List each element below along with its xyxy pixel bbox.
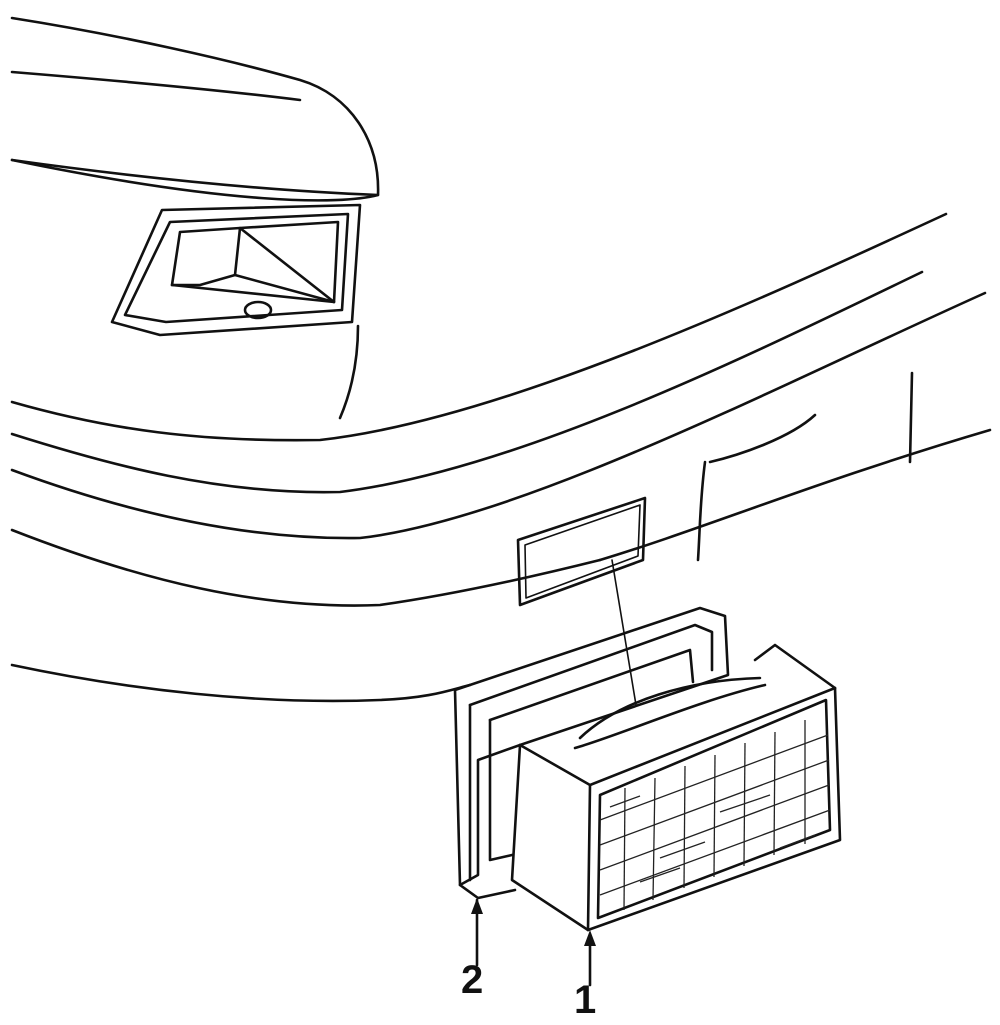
- fender-outline: [10, 16, 380, 202]
- callout-arrow-1: [584, 930, 596, 987]
- callout-label-1: 1: [574, 978, 597, 1022]
- fog-lamp: [510, 643, 842, 932]
- headlight-opening: [110, 203, 362, 420]
- mounting-opening: [516, 496, 647, 607]
- bumper-outline: [10, 212, 992, 703]
- callout-arrow-2: [471, 898, 483, 967]
- bezel-gasket: [453, 606, 730, 900]
- lens-grid: [599, 720, 831, 911]
- callout-label-2: 2: [461, 958, 484, 1002]
